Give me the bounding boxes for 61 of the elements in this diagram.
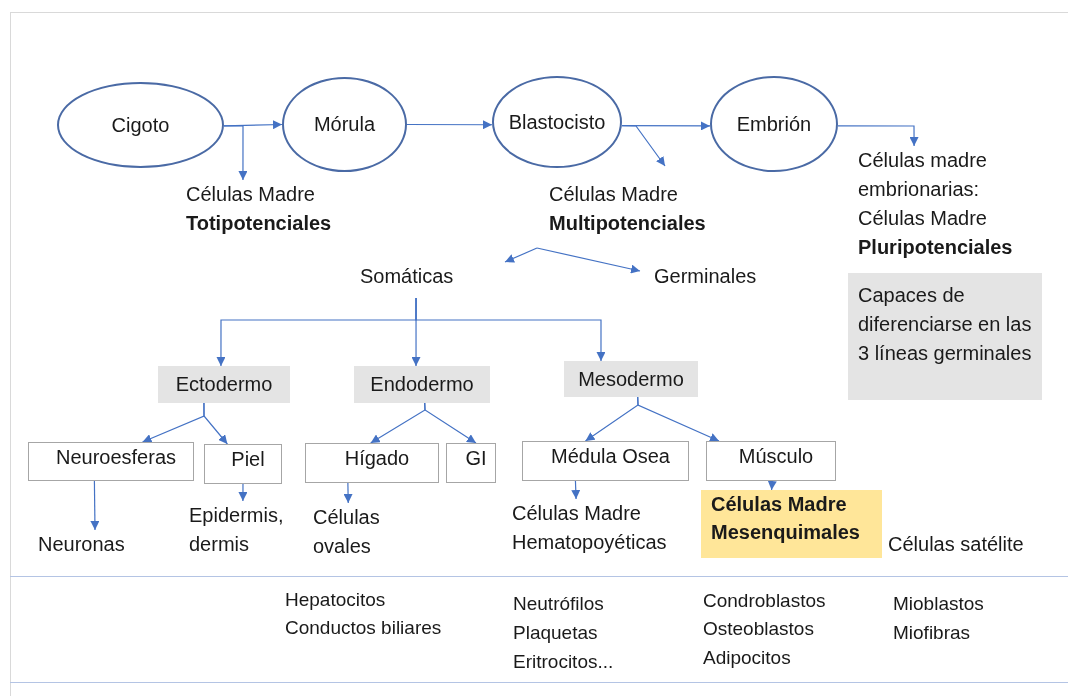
cell-type-label: Mioblastos [893,592,984,616]
arrow [536,247,641,274]
node-label: Mórula [313,112,376,137]
node-label: Somáticas [358,262,454,291]
tissue-box [446,443,496,483]
node-label: Médula Osea [551,444,670,469]
node-label: GI [465,446,487,471]
cell-type-label: Adipocitos [703,646,791,670]
cell-type-label: Miofibras [893,621,971,645]
arrow [343,482,353,504]
cell-type-label: Plaquetas [513,621,598,645]
node-label: Cigoto [111,112,170,138]
arrow [424,402,477,444]
tissue-box [522,441,689,481]
node-label: Embrión [736,111,812,137]
node-label: Hígado [344,446,410,471]
arrow [637,396,720,442]
node-label: Ectodermo [175,372,273,397]
cell-type-label: Eritrocitos... [513,650,614,674]
node-label: Epidermis, dermis [189,501,297,559]
arrow [621,121,711,131]
node-label: Músculo [738,444,814,469]
node-label: Células satélite [888,532,1024,557]
tissue-box [28,442,194,481]
arrow [238,483,248,502]
node-label: Germinales [640,262,757,291]
germ-layer-box [848,273,1042,400]
node-label: Células Madre Totipotenciales [186,180,336,238]
node-label: Células madre embrionarias: Células Madre Pluripotenciales [858,146,1023,262]
node-label: Mesodermo [578,366,684,392]
node-label: Neuronas [38,530,125,559]
arrow [415,297,606,362]
cell-type-label: Conductos biliares [285,616,442,640]
node-label: Células Madre Multipotenciales [530,166,724,238]
node-label: Células Madre Mesenquimales [711,492,861,545]
tissue-box [305,443,439,483]
tissue-box [706,441,836,481]
germ-layer-box [158,366,290,403]
arrow [504,247,538,263]
node-label: Endodermo [370,372,474,397]
arrow [571,480,581,500]
cell-type-label: Osteoblastos [703,617,814,641]
germ-layer-box [354,366,490,403]
arrow [203,402,228,445]
cell-type-label: Neutrófilos [513,592,604,616]
germ-layer-box [564,361,698,397]
arrow [90,480,100,531]
node-label: Células Madre Hematopoyéticas [512,499,690,557]
node-label: Neuroesferas [55,445,177,470]
arrow [767,480,777,491]
arrow [223,125,248,181]
node-label: Capaces de diferenciarse en las 3 líneas germinales [858,283,1032,366]
highlight-box [701,490,882,558]
node-label: Células ovales [313,503,388,561]
arrow [406,120,493,130]
node-label: Piel [231,447,265,472]
cell-type-label: Hepatocitos [285,588,386,612]
tissue-box [204,444,282,484]
cell-type-label: Condroblastos [703,589,826,613]
node-label: Blastocisto [508,109,606,135]
arrow [837,125,919,147]
